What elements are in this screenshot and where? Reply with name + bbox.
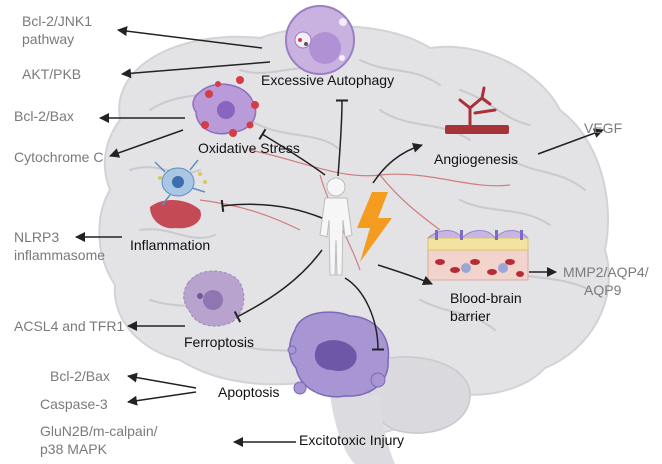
outcome-caspase-3: Caspase-3 bbox=[40, 396, 108, 412]
apoptosis-cell-icon bbox=[287, 311, 390, 398]
outcome-bcl2-jnk1-line1: Bcl-2/JNK1 bbox=[22, 13, 93, 29]
outcome-akt-pkb: AKT/PKB bbox=[22, 66, 82, 82]
outcome-acsl4-tfr1: ACSL4 and TFR1 bbox=[14, 318, 125, 334]
ferroptosis-cell-icon bbox=[183, 270, 245, 327]
bbb-icon bbox=[427, 230, 529, 281]
outcome-arrows bbox=[75, 26, 604, 447]
outcome-cytochrome-c: Cytochrome C bbox=[14, 149, 104, 165]
label-excitotoxic-injury: Excitotoxic Injury bbox=[299, 432, 405, 448]
autophagy-cell-icon bbox=[285, 5, 355, 75]
inflammation-icon bbox=[150, 159, 207, 229]
angiogenesis-icon bbox=[445, 86, 509, 134]
connector-bbb bbox=[377, 264, 433, 286]
connector-apoptosis bbox=[344, 277, 385, 351]
arrow-cytochrome bbox=[109, 129, 184, 158]
label-inflammation: Inflammation bbox=[130, 237, 211, 253]
inhibition-connectors bbox=[220, 99, 385, 351]
outcome-nlrp3-line1: NLRP3 bbox=[14, 229, 60, 245]
outcome-glun2b-line1: GluN2B/m-calpain/ bbox=[40, 423, 158, 439]
label-bbb-line2: barrier bbox=[450, 308, 491, 324]
lightning-icon bbox=[357, 192, 392, 262]
arrow-bcl2-jnk1 bbox=[117, 26, 263, 49]
human-figure bbox=[319, 177, 353, 276]
oxidative-stress-icon bbox=[192, 76, 259, 137]
outcome-bcl2-bax-top: Bcl-2/Bax bbox=[14, 108, 74, 124]
outcome-nlrp3-line2: inflammasome bbox=[14, 247, 106, 263]
label-bbb-line1: Blood-brain bbox=[450, 290, 522, 306]
label-angiogenesis: Angiogenesis bbox=[434, 151, 519, 167]
outcome-bcl2-bax-bottom: Bcl-2/Bax bbox=[50, 368, 110, 384]
outcome-glun2b-line2: p38 MAPK bbox=[40, 441, 107, 457]
connector-inflammation bbox=[220, 199, 323, 219]
arrow-caspase3 bbox=[127, 391, 197, 406]
connector-autophagy bbox=[335, 99, 349, 177]
brain-stem bbox=[330, 395, 395, 464]
label-oxidative-stress: Oxidative Stress bbox=[198, 140, 300, 156]
connector-oxidative bbox=[258, 128, 326, 176]
outcome-mmp2-line2: AQP9 bbox=[584, 282, 622, 298]
label-ferroptosis: Ferroptosis bbox=[184, 334, 255, 350]
arrow-bcl2-bax-bottom bbox=[127, 372, 197, 389]
label-apoptosis: Apoptosis bbox=[218, 384, 280, 400]
outcome-mmp2-line1: MMP2/AQP4/ bbox=[563, 264, 649, 280]
arrow-akt-pkb bbox=[121, 61, 271, 79]
activation-connectors bbox=[372, 142, 433, 286]
connector-ferroptosis bbox=[233, 249, 323, 323]
outcome-bcl2-jnk1-line2: pathway bbox=[22, 31, 75, 47]
label-excessive-autophagy: Excessive Autophagy bbox=[261, 72, 395, 88]
arrow-vegf bbox=[537, 128, 604, 155]
outcome-vegf: VEGF bbox=[584, 120, 623, 136]
connector-angiogenesis bbox=[372, 142, 423, 184]
